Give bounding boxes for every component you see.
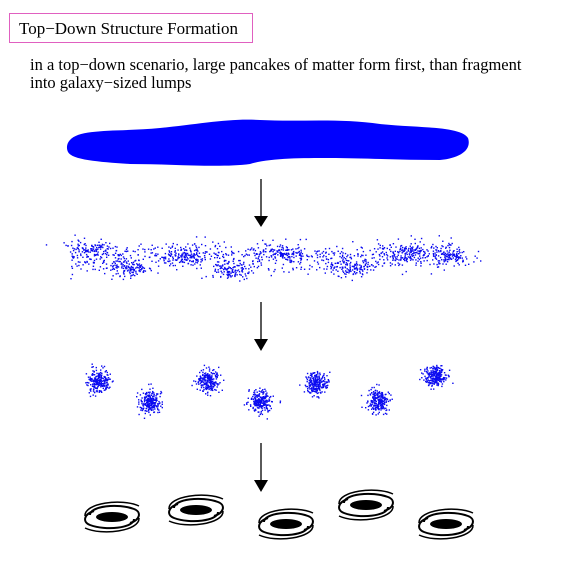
matter-clump	[299, 370, 331, 399]
page-title: Top−Down Structure Formation	[19, 19, 238, 38]
arrow-3	[254, 443, 268, 492]
matter-clump	[419, 364, 454, 390]
caption-line-1: in a top−down scenario, large pancakes o…	[30, 55, 522, 74]
spiral-galaxy-icon	[258, 508, 314, 540]
matter-clump	[243, 387, 282, 420]
title-box: Top−Down Structure Formation	[9, 13, 253, 43]
galaxies-row	[84, 489, 474, 540]
fragmenting-filament-particles	[45, 234, 482, 282]
spiral-galaxy-icon	[84, 501, 140, 533]
matter-clump	[191, 364, 225, 397]
arrow-2	[254, 302, 268, 351]
matter-clump	[136, 383, 163, 419]
arrow-1	[254, 179, 268, 227]
caption: in a top−down scenario, large pancakes o…	[30, 56, 575, 92]
matter-clump	[360, 383, 393, 416]
spiral-galaxy-icon	[168, 494, 224, 526]
caption-line-2: into galaxy−sized lumps	[30, 73, 192, 92]
matter-clump	[85, 363, 114, 398]
galaxy-sized-lumps	[85, 363, 454, 420]
matter-pancake-blob	[66, 119, 469, 166]
spiral-galaxy-icon	[418, 508, 474, 540]
spiral-galaxy-icon	[338, 489, 394, 521]
